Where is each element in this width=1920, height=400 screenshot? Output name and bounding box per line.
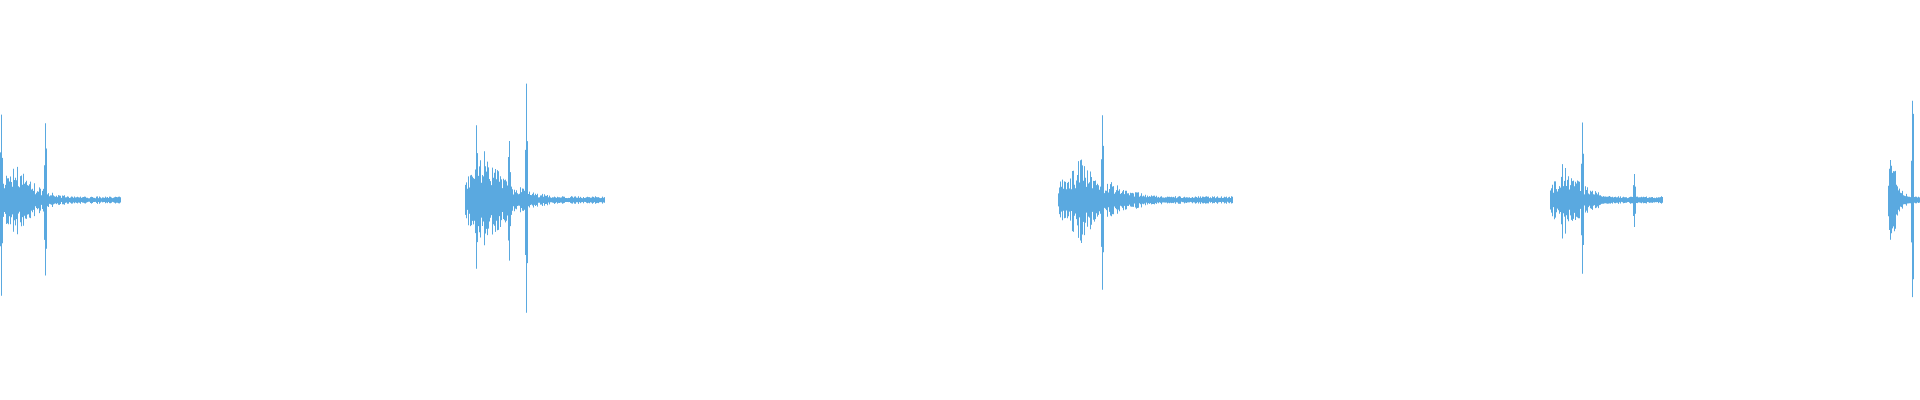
waveform-trace <box>0 83 1920 313</box>
